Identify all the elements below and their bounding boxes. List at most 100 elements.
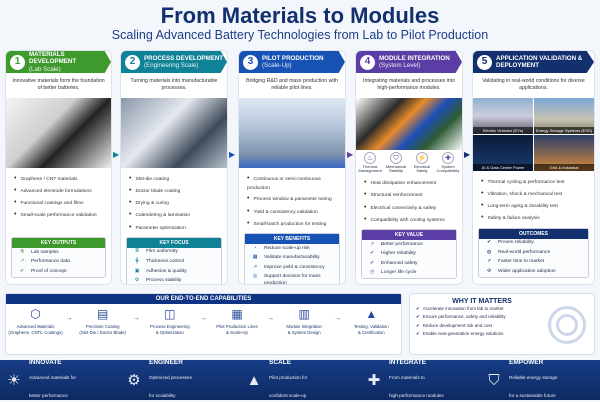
chart-icon: ↗ (252, 264, 258, 270)
box-title: KEY BENEFITS (245, 234, 339, 245)
capability-label: Module Integration (286, 324, 322, 329)
shield-icon: ⛉ (488, 371, 500, 389)
application-image: Electric Vehicles (EVs) (473, 97, 533, 134)
box-item-label: Better performance (381, 241, 423, 247)
box-title: KEY VALUE (362, 230, 456, 241)
application-grid: Electric Vehicles (EVs)Energy Storage Sy… (473, 97, 594, 171)
application-label: Electric Vehicles (EVs) (473, 126, 533, 134)
arrow-icon: → (334, 315, 342, 322)
box-item-label: Process stability (146, 278, 182, 284)
footer-title: INTEGRATE (389, 358, 427, 366)
box-item: ✣Wider application adoption (479, 267, 588, 277)
stage-number: 3 (243, 54, 258, 70)
footer-line: for a sustainable future (509, 392, 556, 398)
box-item: ➚Faster time to market (479, 258, 588, 268)
capability-item: ▥Module Integration& System Design (275, 307, 333, 335)
gauge-icon: ◔ (253, 245, 257, 251)
bullet-item: Heat dissipation enhancement (364, 177, 454, 189)
footer-line: for scalability (149, 392, 176, 398)
page-subtitle: Scaling Advanced Battery Technologies fr… (111, 28, 489, 42)
box-item: ↗ Performance data (12, 258, 105, 268)
lightning-icon: ⚡ (416, 151, 428, 164)
globe-icon: ◍ (486, 249, 492, 255)
box-item-label: Performance data (31, 259, 70, 265)
stage-bullets: Heat dissipation enhancementStructural r… (356, 174, 462, 229)
roller-icon: ◫ (164, 307, 176, 321)
box-item-label: Support decision for mass production (264, 274, 321, 285)
bullet-item: Small-batch production for testing (247, 218, 337, 230)
why-item-label: Enable next-generation energy solutions (422, 330, 504, 336)
why-item-label: Accelerate innovation from lab to market (422, 306, 504, 311)
stage-bullets: Slot-die coatingDoctor blade coatingDryi… (121, 170, 227, 237)
stage-title: MATERIALS DEVELOPMENT (29, 51, 77, 66)
stage-box: KEY VALUE↗Better performance✔Higher reli… (361, 229, 457, 280)
bullet-item: Functional coatings and films (14, 197, 103, 209)
feature-label: Mechanical Stability (385, 163, 407, 174)
capability-item: ▤ Precision Coating(Slot-Die / Doctor Bla… (74, 307, 132, 335)
capability-item: ▲Testing, Validation& Certification (342, 307, 400, 335)
thickness-icon: ╋ (135, 258, 139, 264)
footer-title: EMPOWER (509, 358, 544, 366)
chart-icon: ↗ (19, 259, 25, 265)
feature-label: Electrical Safety (413, 163, 431, 174)
bullet-item: Continuous or semi-continuous production (247, 173, 337, 194)
stage-image (356, 97, 462, 150)
box-item: ✔Proof of concept (12, 267, 105, 277)
box-item: ◍ Real-world performance (479, 248, 588, 258)
why-item-label: Ensure performance, safety and reliabili… (422, 314, 506, 320)
box-item: ◎Support decision for mass production (245, 273, 339, 285)
box-item-label: Real-world performance (498, 249, 551, 255)
capability-label: Process Engineering (150, 324, 190, 329)
box-item: ◔Reduce scale-up risk (245, 244, 339, 254)
arrow-icon: → (65, 315, 73, 322)
feature-thermometer-icon: ♨Thermal Management (357, 151, 383, 175)
arrow-icon: ▶ (229, 150, 236, 159)
factory-icon: ▦ (231, 307, 243, 321)
stage-bullets: Thermal cycling & performance testVibrat… (473, 173, 594, 228)
why-item: ✔Ensure performance, safety and reliabil… (416, 313, 544, 321)
stage-title: APPLICATION VALIDATION & DEPLOYMENT (496, 54, 583, 69)
box-item: ⚙Process stability (127, 277, 221, 285)
check-circle-icon: ✔ (19, 269, 25, 275)
footer-title: ENGINEER (149, 358, 183, 366)
footer-item: ⛉ EMPOWER Reliable energy storage for a sus… (485, 359, 595, 402)
feature-puzzle-icon: ✚System Compatibility (435, 151, 461, 175)
footer-line: Advanced materials for (29, 374, 76, 380)
box-item-label: Validate manufacturability (264, 255, 320, 261)
why-item-label: Reduce development risk and cost (422, 322, 492, 328)
stage-intro: Innovative materials form the foundation… (12, 78, 105, 92)
check-circle-icon: ✔ (486, 240, 492, 246)
application-label: AI & Data Center Power (473, 163, 533, 171)
box-item-label: Higher reliability (381, 251, 416, 257)
arrow-icon: → (199, 315, 207, 322)
clock-icon: ◷ (369, 270, 375, 276)
coater-icon: ▤ (97, 307, 109, 321)
thermometer-icon: ♨ (364, 151, 376, 164)
capability-sublabel: & Optimization (155, 329, 184, 335)
bullet-item: Yield & consistency validation (247, 206, 337, 218)
growth-chart-icon: ▲ (246, 371, 262, 389)
capability-sublabel: (Slot-Die / Doctor Blade) (79, 329, 126, 335)
capability-label: Precision Coating (85, 324, 120, 329)
box-item-label: Longer life cycle (381, 270, 417, 276)
battery-module-icon: ▥ (298, 307, 310, 321)
capability-label: Pilot Production Lines (216, 324, 258, 329)
stage-box: KEY FOCUS≣Film uniformity╋Thickness cont… (126, 236, 222, 285)
footer-line: Pilot production for (269, 374, 308, 380)
arrow-icon: ▶ (464, 150, 471, 159)
target-icon (548, 306, 586, 344)
stage-subtitle: (Lab Scale) (29, 65, 61, 73)
stage-bullets: Continuous or semi-continuous production… (239, 170, 345, 234)
stage-subtitle: (System Level) (379, 62, 421, 69)
feature-label: Thermal Management (358, 163, 382, 174)
feature-shield-icon: ⛉Mechanical Stability (383, 151, 409, 175)
stage-title: PILOT PRODUCTION (262, 54, 324, 62)
box-item-label: Wider application adoption (498, 269, 556, 275)
footer-line: Reliable energy storage (509, 374, 558, 380)
